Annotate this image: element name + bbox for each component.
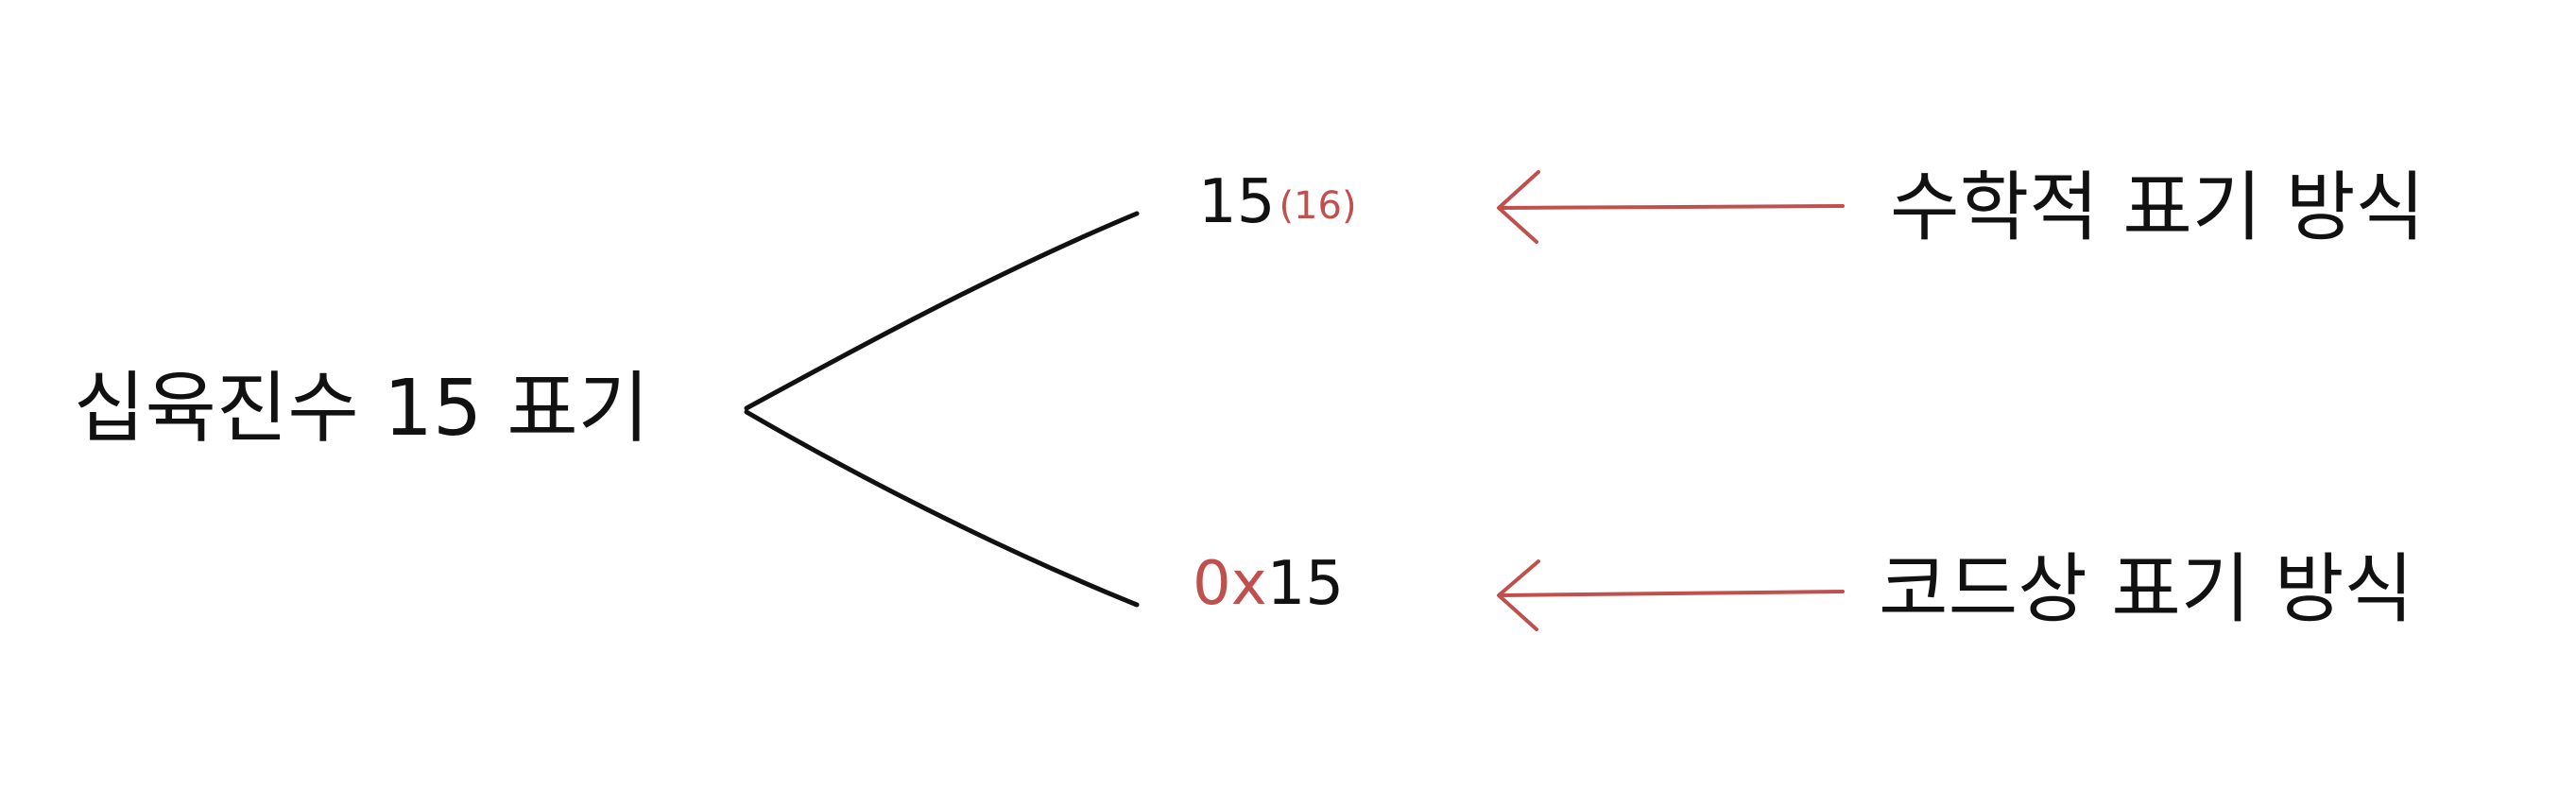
math-notation-value: 15: [1198, 167, 1276, 237]
code-notation-description: 코드상 표기 방식: [1879, 545, 2414, 633]
upper-branch-line: [744, 211, 1140, 411]
lower-branch-line: [744, 409, 1140, 608]
code-notation: 0x15: [1193, 554, 1344, 614]
math-notation: 15(16): [1198, 172, 1357, 232]
code-notation-prefix: 0x: [1193, 549, 1267, 619]
math-notation-base: (16): [1279, 184, 1357, 228]
math-notation-description: 수학적 표기 방식: [1890, 163, 2426, 251]
lower-arrow-icon: [1497, 559, 1845, 631]
code-notation-value: 15: [1266, 549, 1345, 619]
root-label: 십육진수 15 표기: [74, 364, 650, 454]
upper-arrow-icon: [1497, 170, 1845, 244]
